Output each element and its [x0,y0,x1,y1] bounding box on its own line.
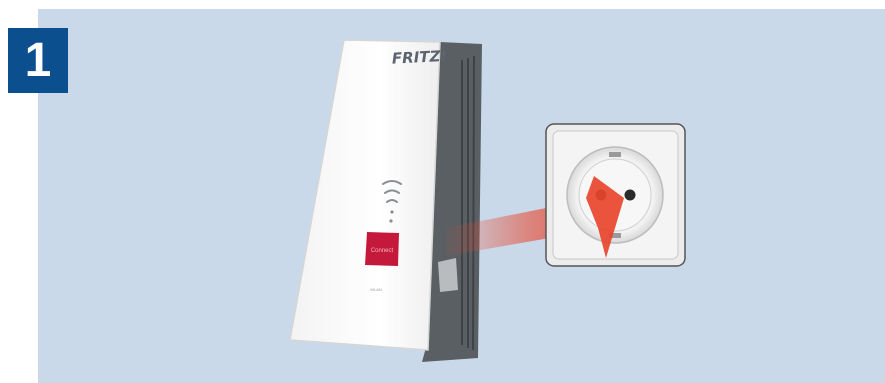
fritz-logo: FRITZ! [391,47,447,68]
connect-button[interactable]: Connect [365,232,399,266]
connect-button-label: Connect [371,248,394,254]
device-front-face [290,40,440,350]
device-plug [438,258,458,292]
repeater-device: FRITZ! Connect WLAN [290,40,482,362]
wlan-label: WLAN [370,287,382,292]
